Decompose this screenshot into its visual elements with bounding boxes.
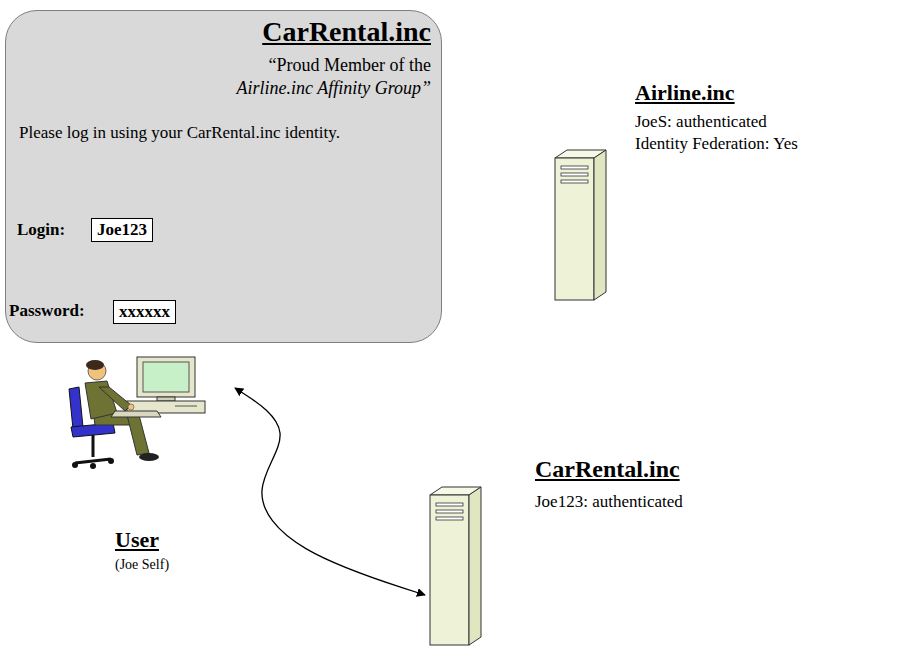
server-status: Identity Federation: Yes bbox=[635, 134, 798, 154]
user-subtitle: (Joe Self) bbox=[115, 557, 169, 574]
server-name: Airline.inc bbox=[635, 80, 735, 106]
input-field: xxxxxx bbox=[113, 300, 176, 324]
server-status: JoeS: authenticated bbox=[635, 112, 767, 132]
field-label: Login: bbox=[17, 220, 65, 240]
text-holder: “Proud Member of the bbox=[269, 55, 431, 77]
text-holder: CarRental.inc bbox=[535, 455, 680, 484]
user-node: User (Joe Self) bbox=[65, 355, 235, 577]
text-holder: (Joe Self) bbox=[115, 557, 169, 574]
server-status: Joe123: authenticated bbox=[535, 492, 683, 512]
text-holder: Joe123: authenticated bbox=[535, 492, 683, 512]
text-holder: Airline.inc bbox=[635, 80, 735, 106]
input-field: Joe123 bbox=[91, 218, 153, 242]
user-name: User bbox=[115, 527, 159, 553]
text-holder: Airline.inc Affinity Group” bbox=[237, 78, 432, 100]
server-node: Airline.incJoeS: authenticatedIdentity F… bbox=[550, 80, 804, 305]
text-holder: Login: bbox=[17, 220, 65, 240]
text-holder: User bbox=[115, 527, 159, 553]
user-figure bbox=[69, 357, 205, 469]
tagline: “Proud Member of the bbox=[269, 55, 431, 77]
browser-window: Joe123 xxxxxx CarRental.inc “Proud Member o… bbox=[5, 10, 442, 343]
text-holder: Password: bbox=[9, 301, 85, 321]
server-name: CarRental.inc bbox=[535, 455, 680, 484]
text-holder: Identity Federation: Yes bbox=[635, 134, 798, 154]
text-holder: xxxxxx bbox=[119, 302, 170, 322]
text-holder: Please log in using your CarRental.inc i… bbox=[19, 123, 349, 143]
server-node: CarRental.incJoe123: authenticated bbox=[425, 455, 689, 647]
text-holder: JoeS: authenticated bbox=[635, 112, 767, 132]
server-icon bbox=[430, 487, 481, 645]
text-holder: Joe123 bbox=[97, 220, 147, 240]
field-value: xxxxxx bbox=[119, 302, 170, 322]
site-title: CarRental.inc bbox=[262, 15, 431, 49]
field-label: Password: bbox=[9, 301, 85, 321]
field-value: Joe123 bbox=[97, 220, 147, 240]
connector-arrow bbox=[235, 388, 425, 595]
text-holder: CarRental.inc bbox=[262, 15, 431, 49]
server-icon bbox=[555, 150, 606, 300]
tagline: Airline.inc Affinity Group” bbox=[237, 78, 432, 100]
instruction: Please log in using your CarRental.inc i… bbox=[19, 123, 349, 143]
